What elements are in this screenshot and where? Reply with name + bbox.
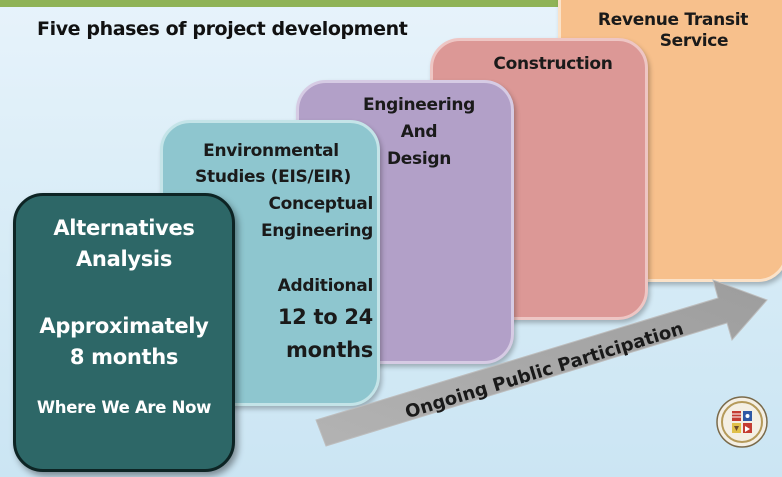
- city-seal-icon: [716, 396, 768, 448]
- phase-environmental-duration-line1: Additional: [277, 276, 374, 296]
- phase-revenue-label-line1: Revenue Transit: [597, 10, 749, 30]
- phase-environmental-label-line4: Engineering: [260, 221, 373, 241]
- phase-engineering-label-line1: Engineering: [362, 95, 476, 115]
- top-accent-bar: [0, 0, 782, 7]
- phase-alternatives-label-line2: Analysis: [75, 247, 173, 271]
- page-title: Five phases of project development: [37, 18, 408, 40]
- phase-construction-label: Construction: [493, 54, 613, 74]
- phase-environmental-label-line1: Environmental: [203, 141, 339, 161]
- phase-alternatives-label-line1: Alternatives: [53, 216, 195, 240]
- arrow-shape: [315, 279, 768, 447]
- phase-revenue-label-line2: Service: [659, 31, 729, 51]
- phase-engineering-label-line3: Design: [386, 149, 452, 169]
- phase-alternatives-analysis-card: Alternatives Analysis Approximately 8 mo…: [13, 193, 235, 472]
- phase-alternatives-duration-line2: 8 months: [69, 345, 179, 369]
- phase-environmental-label-line3: Conceptual: [268, 194, 373, 214]
- arrow-label: Ongoing Public Participation: [403, 318, 686, 423]
- phase-environmental-duration-line2: 12 to 24: [277, 305, 373, 329]
- phase-alternatives-status: Where We Are Now: [36, 398, 212, 417]
- phase-alternatives-duration-line1: Approximately: [39, 314, 209, 338]
- phase-environmental-label-line2: Studies (EIS/EIR): [195, 167, 351, 187]
- phase-engineering-label-line2: And: [400, 122, 438, 142]
- phase-environmental-duration-line3: months: [286, 338, 373, 362]
